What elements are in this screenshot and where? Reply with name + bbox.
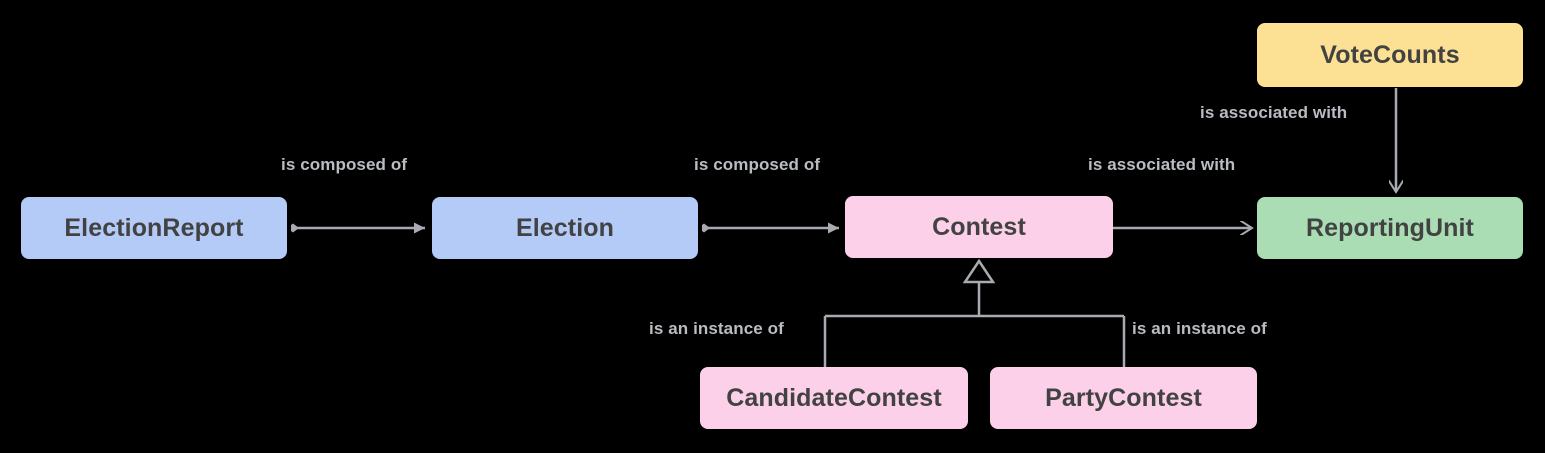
edge-label-contest-reportingunit: is associated with xyxy=(1088,155,1236,174)
node-label: VoteCounts xyxy=(1320,40,1460,69)
edge-inheritance-contest xyxy=(823,258,1126,367)
edge-label-candidatecontest-contest: is an instance of xyxy=(649,319,784,338)
node-reporting-unit[interactable]: ReportingUnit xyxy=(1257,197,1523,259)
node-vote-counts[interactable]: VoteCounts xyxy=(1257,23,1523,87)
node-candidate-contest[interactable]: CandidateContest xyxy=(700,367,968,429)
node-label: ElectionReport xyxy=(64,213,244,242)
node-label: PartyContest xyxy=(1045,383,1202,412)
node-label: CandidateContest xyxy=(726,383,942,412)
edge-label-electionreport-election: is composed of xyxy=(281,155,408,174)
node-contest[interactable]: Contest xyxy=(845,196,1113,258)
node-label: Election xyxy=(515,213,615,242)
node-election-report[interactable]: ElectionReport xyxy=(21,197,287,259)
node-election[interactable]: Election xyxy=(432,197,698,259)
edge-label-election-contest: is composed of xyxy=(694,155,821,174)
node-party-contest[interactable]: PartyContest xyxy=(990,367,1257,429)
edge-label-partycontest-contest: is an instance of xyxy=(1132,319,1267,338)
inheritance-triangle-icon xyxy=(962,258,996,284)
edge-label-votecounts-reportingunit: is associated with xyxy=(1200,103,1348,122)
node-label: Contest xyxy=(932,212,1026,241)
node-label: ReportingUnit xyxy=(1306,213,1474,242)
